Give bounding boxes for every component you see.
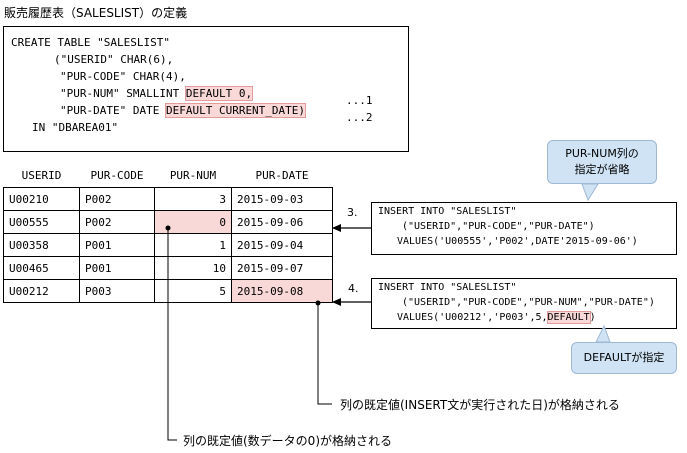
table-row: U00358 P001 1 2015-09-04 bbox=[3, 233, 333, 257]
default-zero-highlight: DEFAULT 0, bbox=[184, 86, 254, 101]
insert3-line-3: VALUES('U00555','P002',DATE'2015-09-06') bbox=[397, 236, 638, 247]
insert4-line-3-close: ) bbox=[589, 312, 596, 323]
cell-pur-date: 2015-09-06 bbox=[231, 210, 333, 234]
insert4-line-1: INSERT INTO "SALESLIST" bbox=[378, 282, 517, 293]
default-current-date-highlight: DEFAULT CURRENT_DATE) bbox=[164, 103, 307, 118]
column-header-pur-num: PUR-NUM bbox=[169, 168, 217, 182]
diagram-title: 販売履歴表（SALESLIST）の定義 bbox=[4, 6, 188, 20]
ddl-line-3: "PUR-CODE" CHAR(4), bbox=[60, 70, 186, 83]
callout-line-2: 指定が省略 bbox=[574, 163, 630, 176]
callout-1-pointer bbox=[581, 183, 599, 202]
ddl-line-2: ("USERID" CHAR(6), bbox=[54, 53, 174, 66]
ddl-line-4: "PUR-NUM" SMALLINT DEFAULT 0, bbox=[60, 86, 254, 102]
ddl-line-6: IN "DBAREA01" bbox=[32, 121, 119, 134]
leader-default-date bbox=[317, 303, 332, 405]
callout-2-pointer bbox=[595, 324, 611, 343]
insert3-line-1: INSERT INTO "SALESLIST" bbox=[378, 206, 517, 217]
ref-number-1: ...1 bbox=[346, 94, 373, 107]
ddl-line-1: CREATE TABLE "SALESLIST" bbox=[11, 36, 170, 49]
insert4-line-3-text: VALUES('U00212','P003',5, bbox=[397, 312, 548, 323]
cell-pur-date-default: 2015-09-08 bbox=[231, 279, 333, 303]
column-header-pur-code: PUR-CODE bbox=[90, 168, 144, 182]
callout-default-specified: DEFAULTが指定 bbox=[571, 342, 677, 374]
note-default-number: 列の既定値(数データの0)が格納される bbox=[183, 434, 392, 448]
table-row: U00212 P003 5 2015-09-08 bbox=[3, 279, 333, 303]
insert4-line-3: VALUES('U00212','P003',5,DEFAULT) bbox=[397, 311, 596, 325]
callout-pur-num-omitted: PUR-NUM列の 指定が省略 bbox=[547, 140, 657, 184]
note-default-date: 列の既定値(INSERT文が実行された日)が格納される bbox=[340, 398, 620, 412]
cell-pur-code: P002 bbox=[79, 187, 155, 211]
table-row: U00555 P002 0 2015-09-06 bbox=[3, 210, 333, 234]
cell-pur-code: P001 bbox=[79, 233, 155, 257]
cell-pur-num-default: 0 bbox=[154, 210, 232, 234]
ref-number-2: ...2 bbox=[346, 111, 373, 124]
ddl-line-5: "PUR-DATE" DATE DEFAULT CURRENT_DATE) bbox=[60, 103, 307, 119]
cell-pur-date: 2015-09-07 bbox=[231, 256, 333, 280]
ddl-line-4-text: "PUR-NUM" SMALLINT bbox=[60, 87, 186, 100]
step-label-4: 4. bbox=[348, 282, 359, 295]
insert4-line-2: ("USERID","PUR-CODE","PUR-NUM","PUR-DATE… bbox=[402, 297, 655, 308]
default-keyword-highlight: DEFAULT bbox=[546, 311, 591, 324]
cell-pur-num: 5 bbox=[154, 279, 232, 303]
cell-pur-code: P001 bbox=[79, 256, 155, 280]
table-row: U00465 P001 10 2015-09-07 bbox=[3, 256, 333, 280]
ddl-line-5-text: "PUR-DATE" DATE bbox=[60, 104, 166, 117]
cell-userid: U00465 bbox=[3, 256, 80, 280]
step-label-3: 3. bbox=[347, 206, 358, 219]
saleslist-table: USERID PUR-CODE PUR-NUM PUR-DATE U00210 … bbox=[3, 163, 333, 303]
callout-line-1: PUR-NUM列の bbox=[565, 147, 639, 160]
insert-statement-4: INSERT INTO "SALESLIST" ("USERID","PUR-C… bbox=[371, 278, 677, 329]
ddl-box: CREATE TABLE "SALESLIST" ("USERID" CHAR(… bbox=[3, 26, 409, 152]
cell-userid: U00210 bbox=[3, 187, 80, 211]
insert3-line-2: ("USERID","PUR-CODE","PUR-DATE") bbox=[402, 221, 595, 232]
table-row: U00210 P002 3 2015-09-03 bbox=[3, 187, 333, 211]
column-header-userid: USERID bbox=[21, 168, 62, 182]
cell-pur-date: 2015-09-03 bbox=[231, 187, 333, 211]
cell-pur-num: 10 bbox=[154, 256, 232, 280]
leader-default-number bbox=[167, 228, 177, 441]
column-header-pur-date: PUR-DATE bbox=[255, 168, 309, 182]
insert-statement-3: INSERT INTO "SALESLIST" ("USERID","PUR-C… bbox=[371, 202, 677, 255]
cell-userid: U00212 bbox=[3, 279, 80, 303]
table-header-row: USERID PUR-CODE PUR-NUM PUR-DATE bbox=[4, 163, 333, 188]
